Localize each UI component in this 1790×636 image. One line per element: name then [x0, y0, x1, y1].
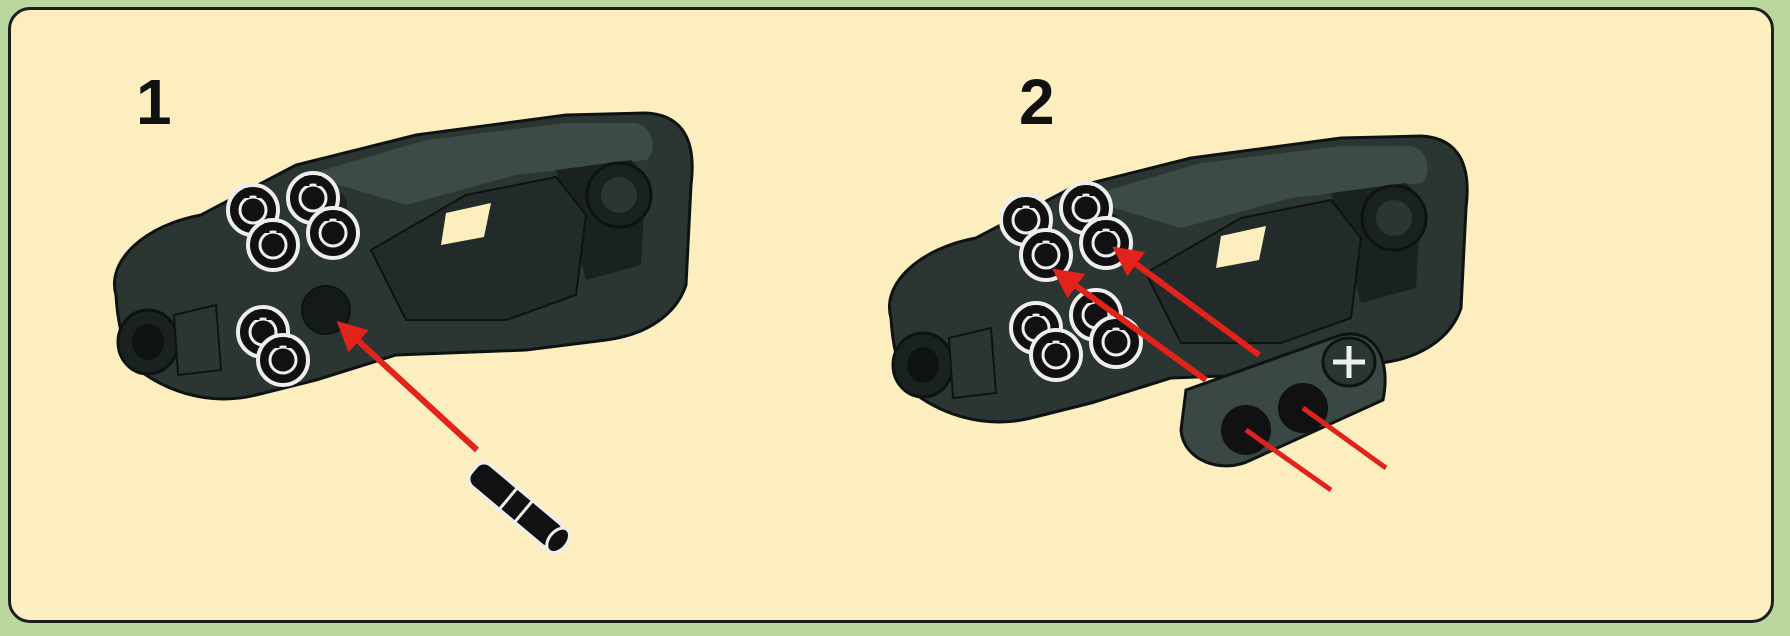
step-1-scene	[114, 113, 692, 557]
step-2-scene	[889, 136, 1467, 490]
step-1-connector-block	[114, 113, 692, 399]
step-1-loose-pin	[465, 459, 574, 557]
instruction-panel: 1 2	[8, 7, 1774, 623]
assembly-illustration	[11, 10, 1774, 623]
